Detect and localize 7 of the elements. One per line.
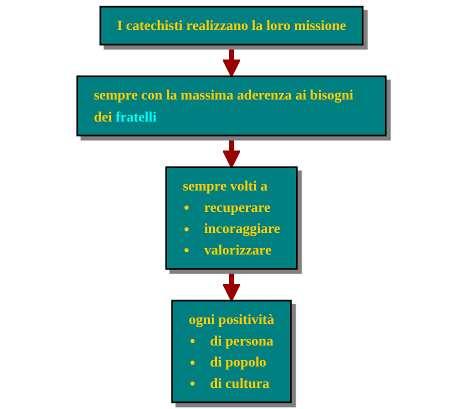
node-box: ogni positività di persona di popolo di cultura <box>171 300 292 404</box>
node-box: I catechisti realizzano la loro missione <box>99 6 364 46</box>
arrow <box>222 44 241 78</box>
node-box: sempre con la massima aderenza ai bisogni dei fratelli <box>76 75 387 136</box>
arrow <box>222 268 241 302</box>
arrow <box>222 136 241 168</box>
node-box: sempre volti a recuperare incoraggiare valorizzare <box>165 166 298 270</box>
